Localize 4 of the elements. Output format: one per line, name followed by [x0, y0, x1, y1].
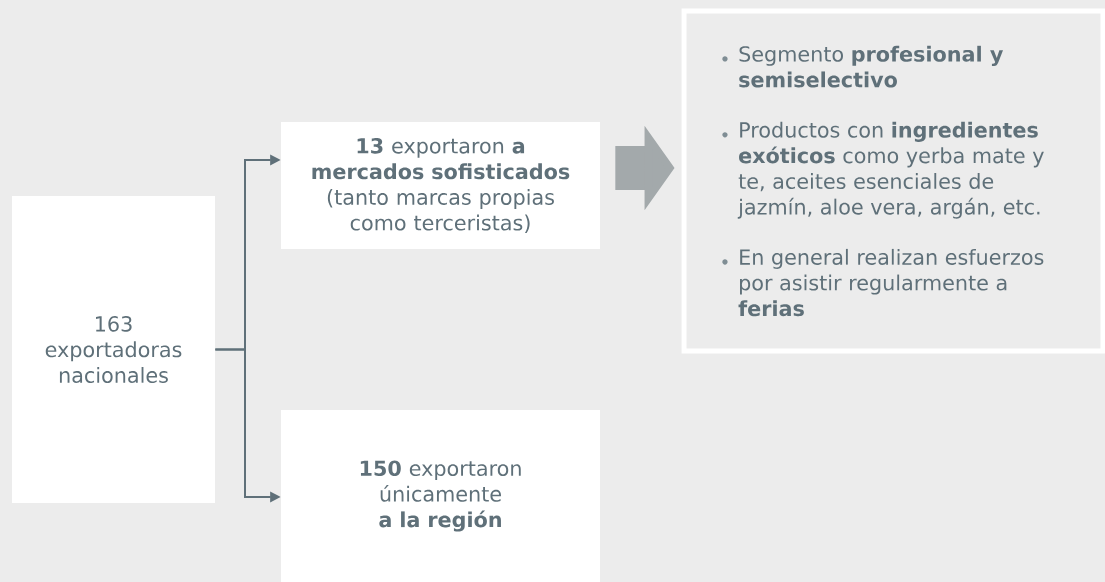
- text-box: 13 exportaron a mercados sofisticados (tanto marcas propias como terceristas): [281, 122, 600, 249]
- text-box: 163 exportadoras nacionales: [12, 196, 215, 503]
- text-box: 150 exportaron únicamente a la región: [281, 410, 600, 582]
- bullet-list-box: Segmento profesional y semiselectivo Productos con ingredientes exóticos como yerba mate y te, aceites esenciales de jazmín, aloe vera, argán, etc. En general realizan esfuerzos por asistir regularmente a ferias: [681, 8, 1105, 354]
